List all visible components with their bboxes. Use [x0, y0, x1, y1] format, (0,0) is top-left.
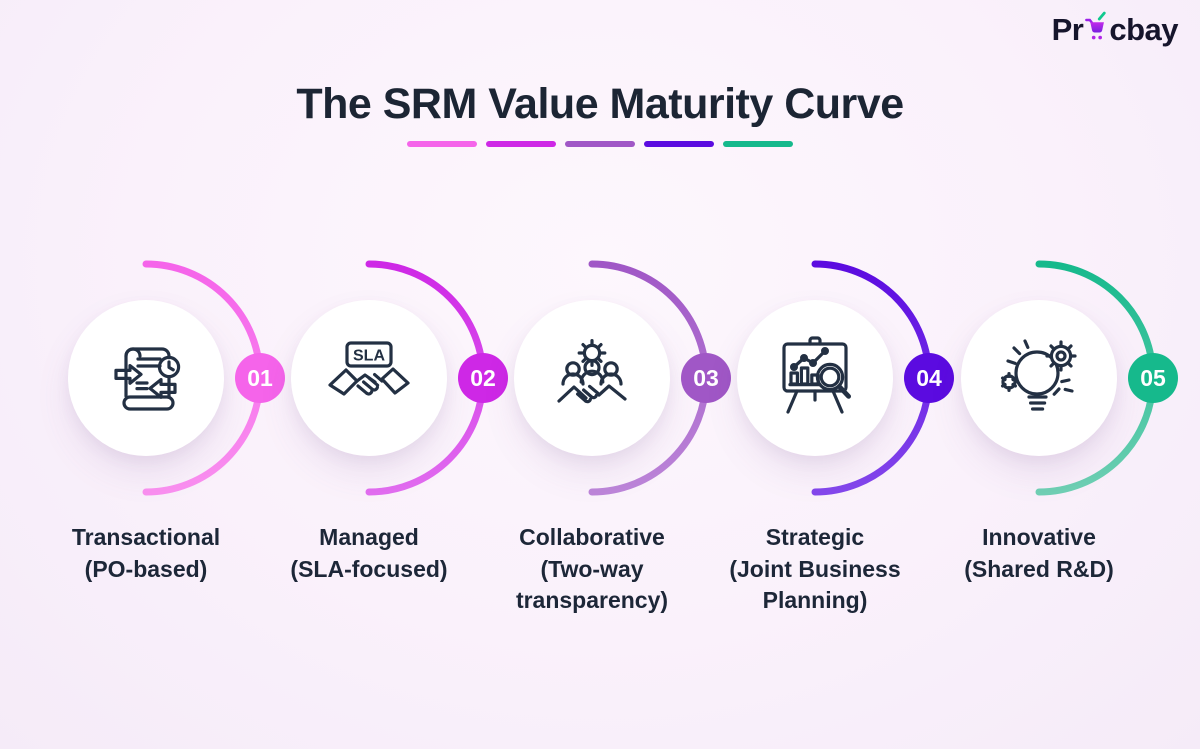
dash-4 [644, 141, 714, 147]
stage-2-detail: (SLA-focused) [290, 555, 448, 582]
dash-5 [723, 141, 793, 147]
stage-2-managed: SLA 02 [249, 258, 508, 498]
stage-1-number-badge: 01 [235, 353, 285, 403]
stage-5-detail: (Shared R&D) [964, 555, 1114, 582]
stage-2-circle: SLA [291, 300, 447, 456]
stage-3-collaborative: 03 [472, 258, 731, 498]
dash-3 [565, 141, 635, 147]
stage-2-number-badge: 02 [458, 353, 508, 403]
page-title: The SRM Value Maturity Curve [296, 80, 904, 128]
stage-5-name: Innovative [982, 524, 1096, 550]
stage-4-circle [737, 300, 893, 456]
title-underline-dashes [0, 141, 1200, 147]
stage-4-number-badge: 04 [904, 353, 954, 403]
stage-3-detail: (Two-way transparency) [515, 555, 669, 614]
stage-5-label: Innovative (Shared R&D) [919, 522, 1159, 585]
stage-3-number-badge: 03 [681, 353, 731, 403]
stage-4-label: Strategic (Joint Business Planning) [695, 522, 935, 617]
stage-1-circle [68, 300, 224, 456]
dash-2 [486, 141, 556, 147]
logo-text-pre: Pr [1051, 12, 1084, 47]
team-collaboration-icon [557, 339, 627, 404]
stage-2-name: Managed [319, 524, 419, 550]
stage-5-circle [961, 300, 1117, 456]
stage-3-label: Collaborative (Two-way transparency) [472, 522, 712, 617]
sla-text: SLA [353, 348, 385, 365]
stage-1-name: Transactional [71, 524, 221, 550]
sla-handshake-icon: SLA [328, 341, 410, 396]
logo-text-post: cbay [1109, 12, 1178, 47]
cart-icon [1084, 10, 1108, 50]
stage-5-innovative: 05 [919, 258, 1178, 498]
stage-3-circle [514, 300, 670, 456]
stage-2-label: Managed (SLA-focused) [249, 522, 489, 585]
stage-4-name: Strategic [765, 524, 865, 550]
stage-1-transactional: 01 [26, 258, 285, 498]
innovation-icon [1001, 339, 1077, 411]
purchase-order-icon [114, 347, 181, 411]
stage-4-strategic: 04 [695, 258, 954, 498]
stage-5-number-badge: 05 [1128, 353, 1178, 403]
stage-3-name: Collaborative [519, 524, 665, 550]
stage-1-detail: (PO-based) [84, 555, 208, 582]
stage-4-detail: (Joint Business Planning) [729, 555, 901, 614]
procbay-logo: Pr cbay [1052, 10, 1178, 50]
stage-1-label: Transactional (PO-based) [26, 522, 266, 585]
dash-1 [407, 141, 477, 147]
strategy-analysis-icon [782, 336, 851, 414]
